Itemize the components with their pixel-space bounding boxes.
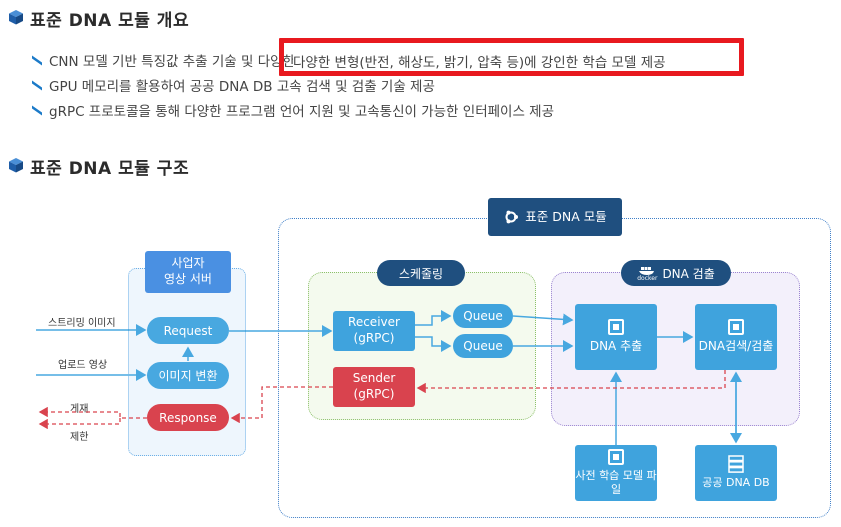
queue-node-2: Queue <box>453 334 513 358</box>
operator-label-line1: 사업자 <box>171 256 205 271</box>
public-db-node: 공공 DNA DB <box>695 445 777 501</box>
section-cube-icon <box>9 158 23 173</box>
response-node: Response <box>147 404 229 431</box>
label-streaming-image: 스트리밍 이미지 <box>48 318 116 329</box>
dna-search-node: DNA검색/검출 <box>695 304 777 370</box>
highlight-box <box>279 38 744 76</box>
bullet-item-3: gRPC 프로토콜을 통해 다양한 프로그램 언어 지원 및 고속통신이 가능한… <box>32 100 554 120</box>
scheduling-header: 스케줄링 <box>377 260 465 286</box>
database-server-icon <box>728 455 744 474</box>
pretrained-model-node: 사전 학습 모델 파일 <box>575 445 657 501</box>
structure-title: 표준 DNA 모듈 구조 <box>30 159 190 179</box>
receiver-node: Receiver (gRPC) <box>333 311 415 351</box>
label-restrict: 제한 <box>70 432 89 443</box>
chip-icon <box>608 448 624 465</box>
highlighted-text: 다양한 변형(반전, 해상도, 밝기, 압축 등)에 강인한 학습 모델 제공 <box>293 51 666 71</box>
sender-node: Sender (gRPC) <box>333 367 415 407</box>
docker-icon: docker <box>637 265 657 282</box>
dna-detect-header: docker DNA 검출 <box>621 260 731 286</box>
label-upload-video: 업로드 영상 <box>58 360 108 371</box>
request-node: Request <box>147 317 229 344</box>
bullet-item-2: GPU 메모리를 활용하여 공공 DNA DB 고속 검색 및 검출 기술 제공 <box>32 75 435 95</box>
dna-detect-label: DNA 검출 <box>662 266 715 281</box>
operator-server-header: 사업자 영상 서버 <box>145 251 231 293</box>
image-convert-node: 이미지 변환 <box>147 362 229 389</box>
section-cube-icon <box>9 10 23 25</box>
chip-icon <box>608 319 624 336</box>
overview-title: 표준 DNA 모듈 개요 <box>30 11 190 31</box>
queue-node-1: Queue <box>453 304 513 328</box>
ubuntu-icon <box>505 210 519 224</box>
chip-icon <box>728 319 744 336</box>
operator-label-line2: 영상 서버 <box>164 272 212 286</box>
label-publish: 게재 <box>70 404 89 415</box>
module-header: 표준 DNA 모듈 <box>488 198 622 236</box>
dna-extract-node: DNA 추출 <box>575 304 657 370</box>
module-label: 표준 DNA 모듈 <box>525 208 607 224</box>
